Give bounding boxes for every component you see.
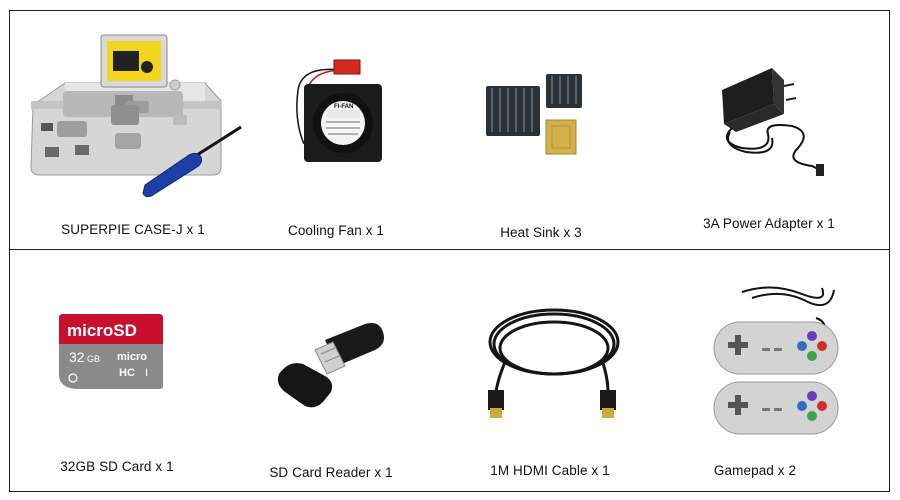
screwdriver-icon bbox=[142, 125, 242, 198]
hdmi-cable-image bbox=[488, 308, 620, 418]
hdmi-cable-caption: 1M HDMI Cable x 1 bbox=[490, 463, 610, 478]
sd-roman-text: I bbox=[145, 367, 148, 379]
row-divider bbox=[9, 249, 890, 250]
sd-brand-text: microSD bbox=[67, 321, 137, 340]
sd-unit-text: GB bbox=[87, 354, 100, 364]
power-adapter-caption: 3A Power Adapter x 1 bbox=[703, 216, 835, 231]
case-caption: SUPERPIE CASE-J x 1 bbox=[61, 222, 205, 237]
sd-card-image: microSD 32 GB micro HC I bbox=[59, 314, 163, 389]
product-grid-frame bbox=[9, 10, 890, 492]
gamepad-caption: Gamepad x 2 bbox=[713, 463, 797, 478]
power-adapter-image bbox=[722, 68, 824, 176]
heat-sink-caption: Heat Sink x 3 bbox=[500, 225, 582, 240]
sd-class-text: HC bbox=[119, 367, 135, 379]
sd-capacity-text: 32 bbox=[69, 349, 85, 365]
gamepad-icon bbox=[713, 381, 839, 435]
sd-card-caption: 32GB SD Card x 1 bbox=[60, 459, 174, 474]
sd-logo-text: micro bbox=[117, 351, 147, 363]
heat-sink-image bbox=[486, 74, 582, 155]
gamepad-icon bbox=[713, 321, 839, 375]
gamepad-image bbox=[713, 286, 839, 435]
cartridge-icon bbox=[100, 34, 168, 88]
cooling-fan-image: FI-FAN bbox=[296, 59, 382, 162]
sd-reader-caption: SD Card Reader x 1 bbox=[269, 465, 393, 480]
fan-label-text: FI-FAN bbox=[334, 104, 353, 110]
fan-caption: Cooling Fan x 1 bbox=[287, 223, 385, 238]
sd-card-reader-image bbox=[277, 323, 384, 408]
superpie-case-image bbox=[30, 34, 242, 198]
